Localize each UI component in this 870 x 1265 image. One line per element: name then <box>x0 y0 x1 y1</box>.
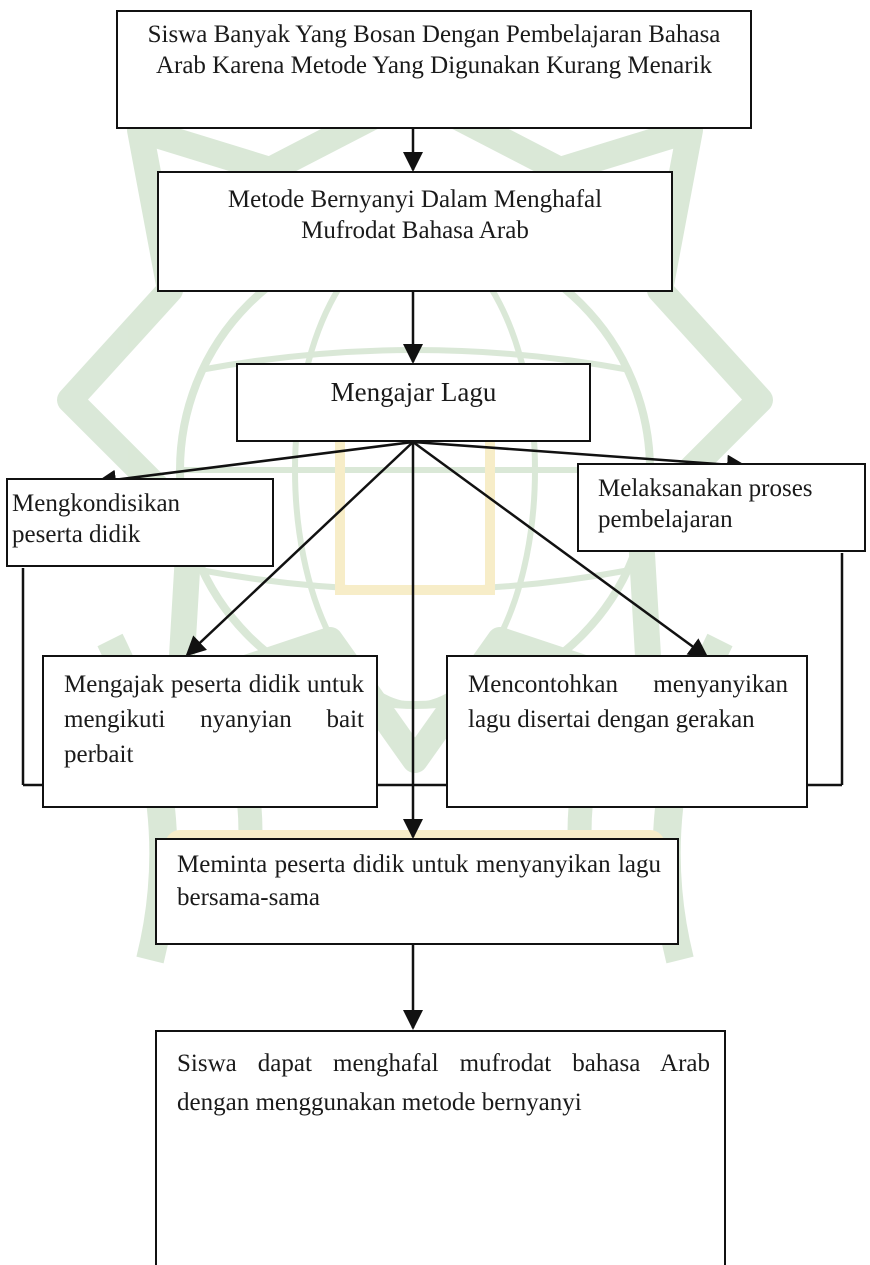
method-text: Metode Bernyanyi Dalam Menghafal Mufroda… <box>227 186 603 244</box>
carry-out-learning-text: Melaksanakan proses pembelajaran <box>598 475 813 533</box>
problem-text: Siswa Banyak Yang Bosan Dengan Pembelaja… <box>147 21 721 79</box>
teach-song-text: Mengajar Lagu <box>330 377 497 407</box>
condition-students-text: Mengkondisikan peserta didik <box>12 490 181 548</box>
demonstrate-box <box>446 655 808 808</box>
result-box <box>155 1030 726 1265</box>
invite-students-box <box>42 655 378 808</box>
condition-students-box <box>6 478 274 567</box>
carry-out-learning-box <box>577 463 866 552</box>
result-text: Siswa dapat menghafal mufrodat bahasa Ar… <box>177 1050 710 1116</box>
ask-students-box <box>155 838 679 945</box>
invite-students-text: Mengajak peserta didik untuk mengikuti n… <box>64 671 364 768</box>
method-box <box>157 171 673 292</box>
demonstrate-text: Mencontohkan menyanyikan lagu disertai d… <box>468 671 788 733</box>
problem-box <box>116 10 752 129</box>
teach-song-box <box>236 363 591 442</box>
ask-students-text: Meminta peserta didik untuk menyanyikan … <box>177 851 661 911</box>
arrow-to-condition <box>96 440 414 490</box>
